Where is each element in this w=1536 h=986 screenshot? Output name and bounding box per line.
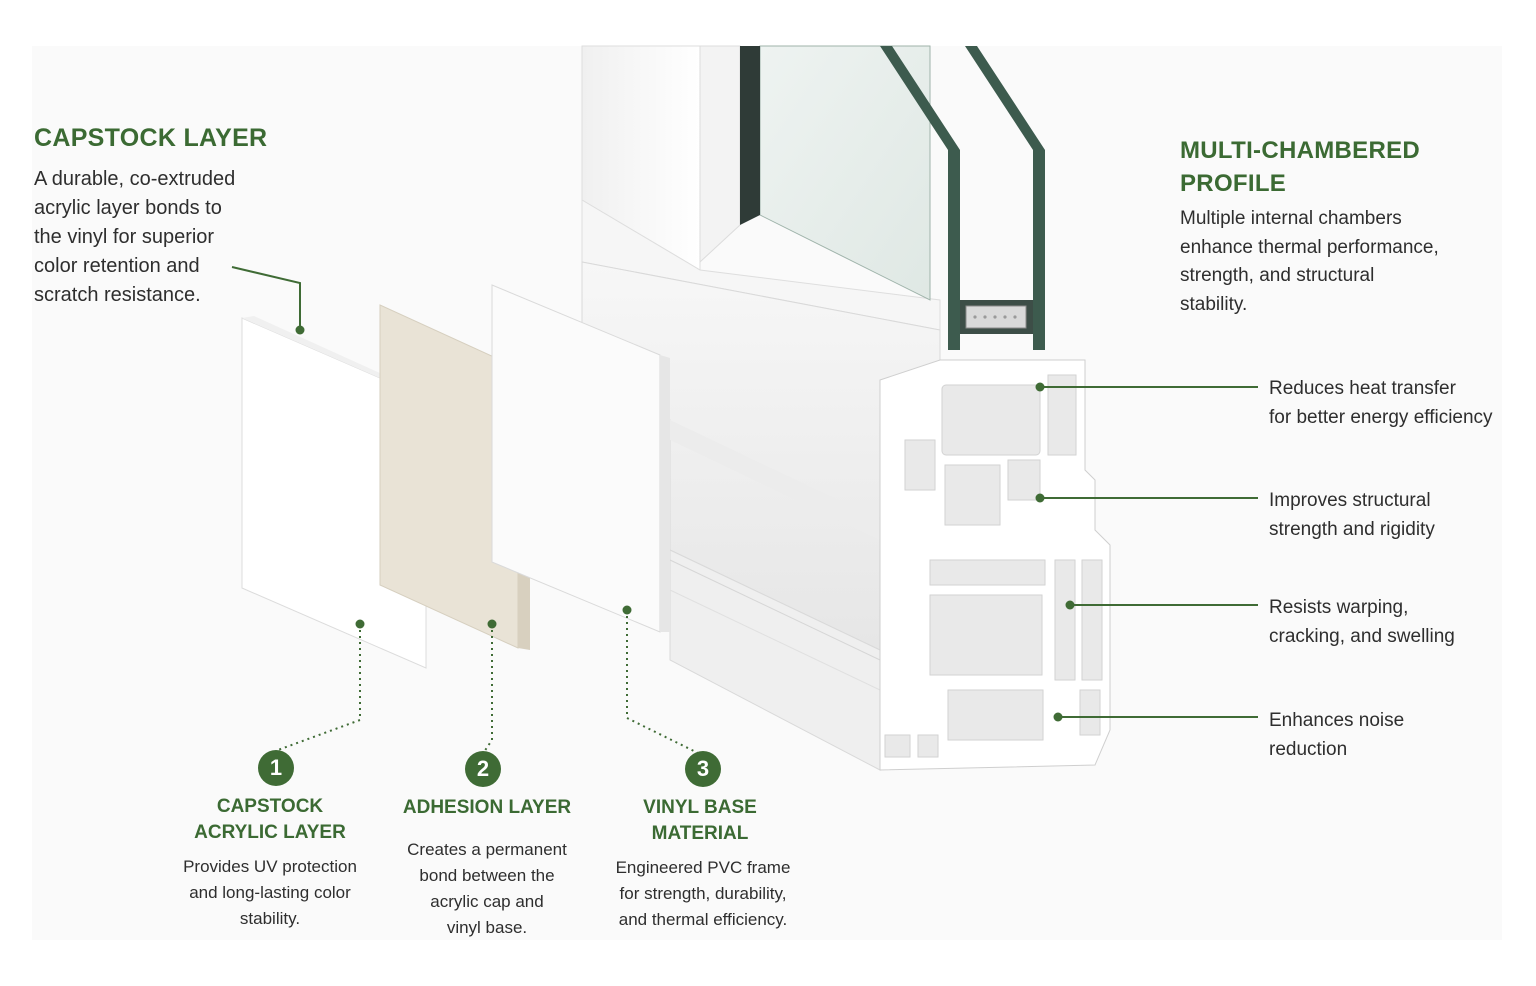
profile-heading: MULTI-CHAMBERED PROFILE <box>1180 134 1420 200</box>
profile-line: strength, and structural <box>1180 265 1375 286</box>
layer-3-description: Engineered PVC frame for strength, durab… <box>583 855 823 933</box>
layer-desc-line: stability. <box>239 909 301 928</box>
profile-heading-line: PROFILE <box>1180 170 1287 197</box>
dotted-leaders <box>277 610 701 755</box>
capstock-line: acrylic layer bonds to <box>34 197 222 219</box>
layer-title-line: ADHESION LAYER <box>402 797 572 818</box>
capstock-line: color retention and <box>34 255 200 277</box>
layer-vinyl-base-panel <box>491 284 670 633</box>
layer-title-line: CAPSTOCK <box>216 796 324 817</box>
layer-1-description: Provides UV protection and long-lasting … <box>150 854 390 932</box>
callout-line: for better energy efficiency <box>1269 407 1493 428</box>
layer-desc-line: Engineered PVC frame <box>615 858 791 877</box>
profile-heading-line: MULTI-CHAMBERED <box>1180 137 1421 164</box>
layer-desc-line: Creates a permanent <box>407 840 567 859</box>
layer-desc-line: for strength, durability, <box>619 884 787 903</box>
callout-heat-transfer: Reduces heat transfer for better energy … <box>1269 374 1493 432</box>
layer-3-title: VINYL BASE MATERIAL <box>580 795 820 847</box>
profile-line: enhance thermal performance, <box>1180 236 1439 258</box>
layer-desc-line: bond between the <box>419 866 555 885</box>
callout-structural-strength: Improves structural strength and rigidit… <box>1269 486 1435 544</box>
cross-section-profile <box>879 359 1111 771</box>
layer-desc-line: Provides UV protection <box>183 857 357 876</box>
capstock-line: the vinyl for superior <box>34 226 215 248</box>
callout-noise: Enhances noise reduction <box>1269 706 1404 764</box>
layer-title-line: ACRYLIC LAYER <box>194 822 346 843</box>
capstock-line: scratch resistance. <box>34 284 201 306</box>
layer-2-title: ADHESION LAYER <box>367 795 607 821</box>
layer-desc-line: and long-lasting color <box>189 883 351 902</box>
callout-line: Resists warping, <box>1269 597 1409 618</box>
callout-line: Enhances noise <box>1269 710 1405 731</box>
callout-line: strength and rigidity <box>1269 519 1435 540</box>
window-frame-upper <box>581 45 941 331</box>
layer-desc-line: vinyl base. <box>446 918 528 937</box>
layer-title-line: VINYL BASE <box>643 797 757 818</box>
layer-2-description: Creates a permanent bond between the acr… <box>367 837 607 941</box>
callout-line: Improves structural <box>1269 490 1431 511</box>
profile-line: Multiple internal chambers <box>1180 208 1402 229</box>
leader-dots <box>295 325 1075 722</box>
leader-lines <box>231 266 1258 718</box>
callout-warping: Resists warping, cracking, and swelling <box>1269 593 1455 651</box>
profile-description: Multiple internal chambers enhance therm… <box>1180 205 1439 319</box>
frame-extrusion-body <box>581 261 941 771</box>
layer-desc-line: acrylic cap and <box>430 892 544 911</box>
layer-2-number-badge: 2 <box>465 751 501 787</box>
layer-3-number-badge: 3 <box>685 751 721 787</box>
callout-line: reduction <box>1269 739 1348 760</box>
capstock-line: A durable, co-extruded <box>34 168 236 190</box>
capstock-heading: CAPSTOCK LAYER <box>34 124 268 152</box>
layer-1-number-badge: 1 <box>258 750 294 786</box>
layer-title-line: MATERIAL <box>651 823 749 844</box>
layer-desc-line: and thermal efficiency. <box>618 910 788 929</box>
layer-1-title: CAPSTOCK ACRYLIC LAYER <box>150 794 390 846</box>
callout-line: cracking, and swelling <box>1269 626 1455 647</box>
double-glazing <box>740 45 1045 350</box>
profile-line: stability. <box>1180 293 1248 315</box>
callout-line: Reduces heat transfer <box>1269 378 1456 399</box>
capstock-description: A durable, co-extruded acrylic layer bon… <box>34 165 235 310</box>
